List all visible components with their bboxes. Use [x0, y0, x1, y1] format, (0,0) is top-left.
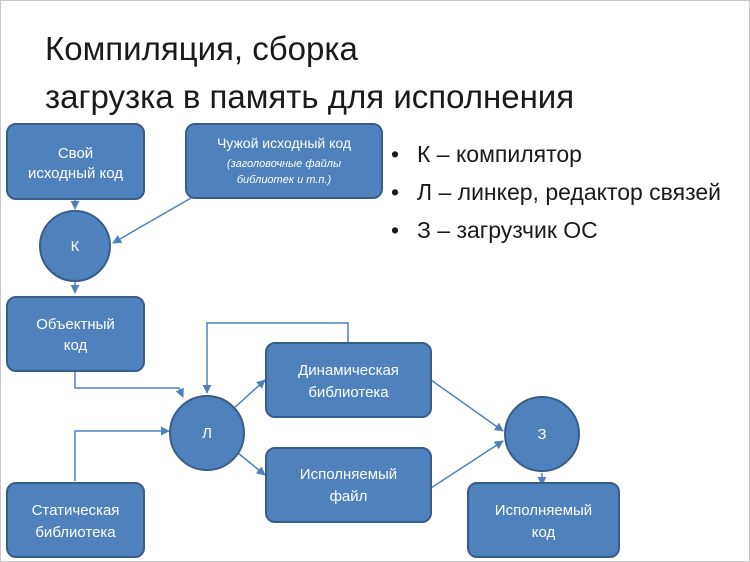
- slide-title: Компиляция, сборка загрузка в память для…: [45, 25, 725, 121]
- node-foreign-source: Чужой исходный код (заголовочные файлы б…: [185, 123, 383, 199]
- legend-item-text: Л – линкер, редактор связей: [417, 179, 722, 205]
- dynamic-library-line-1: Динамическая: [298, 362, 399, 379]
- legend-item-text: З – загрузчик ОС: [417, 217, 598, 243]
- node-loader: З: [504, 396, 580, 472]
- object-code-line-2: код: [64, 337, 88, 354]
- loader-label: З: [537, 426, 546, 443]
- compiler-label: К: [71, 238, 80, 255]
- legend-list: • К – компилятор • Л – линкер, редактор …: [391, 137, 731, 251]
- executable-file-line-2: файл: [330, 488, 368, 505]
- bullet-icon: •: [391, 179, 400, 205]
- edge-object-to-linker: [74, 371, 184, 398]
- edge-static-to-linker: [74, 426, 170, 481]
- bullet-icon: •: [391, 217, 400, 243]
- legend-item-loader: • З – загрузчик ОС: [391, 213, 731, 247]
- executable-code-line-2: код: [532, 524, 556, 541]
- node-executable-file: Исполняемый файл: [265, 447, 432, 523]
- node-own-source: Свой исходный код: [6, 123, 145, 200]
- legend-item-compiler: • К – компилятор: [391, 137, 731, 171]
- dynamic-library-line-2: библиотека: [308, 384, 389, 401]
- edge-dynamic-back-to-linker: [202, 322, 349, 394]
- title-line-1: Компиляция, сборка: [45, 30, 358, 67]
- executable-code-line-1: Исполняемый: [495, 502, 592, 519]
- edge-foreign-to-compiler: [112, 197, 192, 244]
- legend-item-linker: • Л – линкер, редактор связей: [391, 175, 731, 209]
- node-compiler: К: [39, 210, 111, 282]
- bullet-icon: •: [391, 141, 400, 167]
- title-line-2: загрузка в память для исполнения: [45, 78, 575, 115]
- static-library-line-1: Статическая: [32, 502, 120, 519]
- node-linker: Л: [169, 395, 245, 471]
- executable-file-line-1: Исполняемый: [300, 466, 397, 483]
- connectors: [70, 197, 547, 489]
- legend-item-text: К – компилятор: [417, 141, 582, 167]
- node-object-code: Объектный код: [6, 296, 145, 372]
- edge-linker-to-dynamic: [232, 379, 266, 410]
- edge-dynamic-to-loader: [430, 379, 504, 432]
- node-executable-code: Исполняемый код: [467, 482, 620, 558]
- edge-exec-file-to-loader: [430, 440, 504, 489]
- own-source-line-2: исходный код: [28, 165, 123, 182]
- edge-linker-to-exec-file: [237, 452, 266, 476]
- static-library-line-2: библиотека: [35, 524, 116, 541]
- foreign-source-note-1: (заголовочные файлы: [227, 158, 341, 170]
- object-code-line-1: Объектный: [36, 316, 115, 333]
- node-dynamic-library: Динамическая библиотека: [265, 342, 432, 418]
- node-static-library: Статическая библиотека: [6, 482, 145, 558]
- linker-label: Л: [202, 425, 212, 442]
- foreign-source-note-2: библиотек и т.п.): [237, 174, 332, 186]
- own-source-line-1: Свой: [58, 145, 93, 162]
- foreign-source-title: Чужой исходный код: [217, 135, 351, 151]
